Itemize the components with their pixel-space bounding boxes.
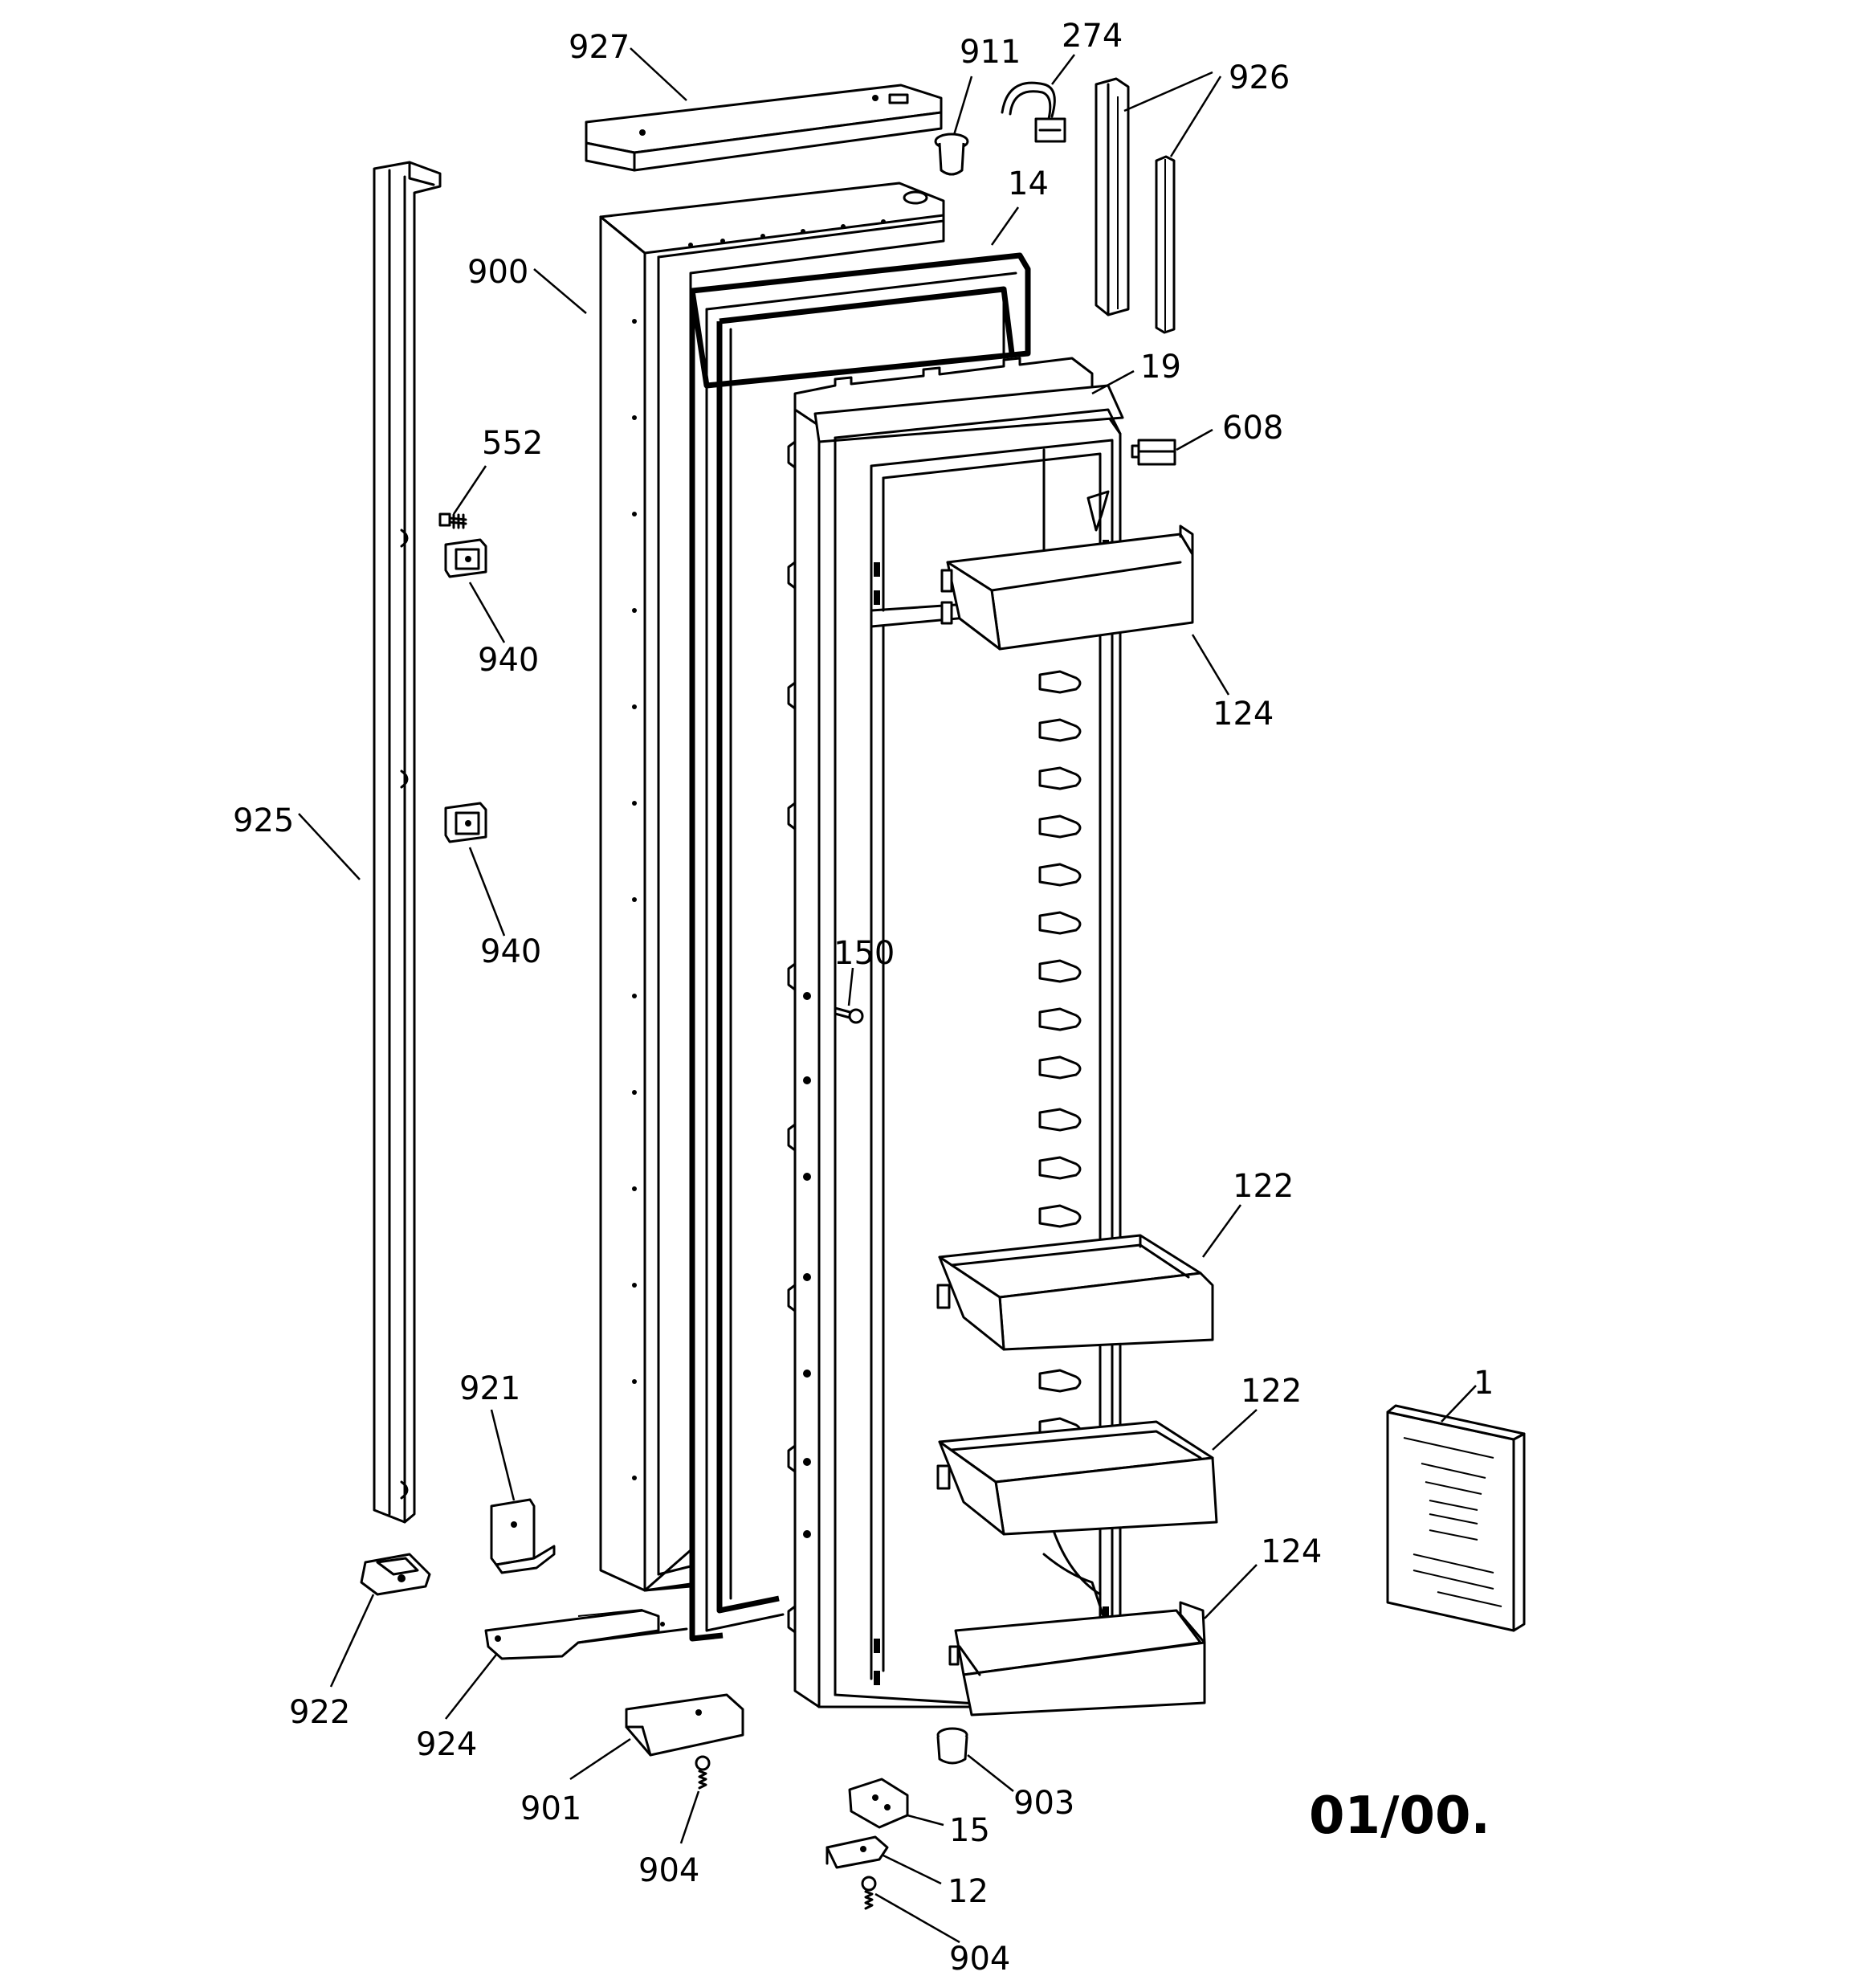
leader-904-bottom [874, 1892, 960, 1944]
label-608: 608 [1222, 410, 1283, 447]
leader-925 [298, 813, 361, 880]
leader-1 [1441, 1385, 1477, 1423]
part-608-switch [1131, 439, 1176, 466]
leader-924 [445, 1654, 497, 1720]
label-124-bottom: 124 [1261, 1533, 1322, 1570]
part-552-screw [438, 512, 467, 529]
label-14: 14 [1008, 165, 1049, 202]
part-15-hinge [848, 1778, 909, 1829]
leader-150 [847, 967, 854, 1006]
part-number-labels: 927 911 274 926 900 14 19 608 552 940 94… [233, 18, 1494, 1978]
leader-926-a [1123, 71, 1213, 112]
part-150-screw [834, 1006, 864, 1024]
label-122-middle: 122 [1233, 1168, 1294, 1205]
part-926-trim-strips [1095, 77, 1176, 334]
part-124-upper-bin [940, 525, 1194, 651]
label-1: 1 [1474, 1365, 1494, 1402]
label-925: 925 [233, 802, 294, 839]
leader-124-upper [1191, 634, 1230, 696]
leader-608 [1176, 428, 1213, 451]
leader-274 [1051, 54, 1075, 85]
part-124-bottom-bin [948, 1601, 1206, 1717]
label-940-lower: 940 [480, 933, 541, 970]
leader-940-upper [468, 582, 506, 643]
part-921-bracket [490, 1498, 556, 1574]
label-922: 922 [289, 1694, 350, 1731]
manual-text-marks [1403, 1437, 1502, 1607]
part-904-screw-bottom [861, 1876, 877, 1910]
part-903-bushing [936, 1727, 968, 1765]
leader-940-lower [468, 847, 506, 937]
leader-552 [452, 465, 487, 515]
leader-122-middle [1201, 1204, 1242, 1258]
part-122-middle-bin [936, 1234, 1214, 1351]
label-904-bottom: 904 [949, 1941, 1010, 1978]
part-901-hinge-cover [625, 1693, 744, 1757]
leader-lines [298, 47, 1477, 1944]
label-926: 926 [1229, 59, 1290, 96]
part-940-hinge-block-upper [444, 538, 487, 578]
label-901: 901 [520, 1790, 581, 1827]
part-925-side-rail [373, 161, 442, 1524]
leader-921 [490, 1409, 516, 1501]
label-12: 12 [948, 1873, 989, 1910]
label-274: 274 [1062, 18, 1123, 55]
part-940-hinge-block-lower [444, 802, 487, 843]
part-922-hinge [360, 1553, 431, 1596]
shelf-clips [1038, 670, 1082, 1441]
part-14-door-gasket [689, 252, 1031, 1642]
part-1-owners-manual [1386, 1404, 1526, 1632]
leader-14 [990, 206, 1020, 246]
label-15: 15 [949, 1812, 990, 1849]
date-code: 01/00. [1309, 1786, 1490, 1846]
part-904-screw-left [695, 1755, 711, 1790]
leader-19 [1091, 369, 1135, 395]
label-552: 552 [482, 425, 543, 462]
leader-904-left [679, 1790, 700, 1844]
leader-922 [329, 1594, 375, 1688]
part-924-bottom-strip [484, 1609, 688, 1660]
leader-903 [967, 1754, 1014, 1792]
label-911: 911 [960, 34, 1021, 71]
label-903: 903 [1013, 1785, 1074, 1822]
label-150: 150 [834, 935, 895, 972]
screw-holes-900 [632, 219, 886, 1480]
label-19: 19 [1140, 349, 1181, 386]
label-927: 927 [569, 29, 630, 66]
label-124-upper: 124 [1213, 696, 1274, 733]
part-900-outer-door [599, 182, 945, 1592]
leader-15 [907, 1814, 944, 1827]
part-911-bushing [934, 133, 969, 176]
leader-122-lower [1212, 1409, 1258, 1451]
leader-927 [630, 47, 687, 101]
part-274-wire-harness [1001, 81, 1066, 143]
label-904-left: 904 [638, 1852, 699, 1889]
leader-12 [883, 1854, 942, 1885]
part-122-lower-bin [936, 1420, 1218, 1536]
part-12-bracket [826, 1835, 889, 1869]
leader-124-bottom [1204, 1564, 1258, 1619]
label-921: 921 [459, 1370, 520, 1407]
leader-900 [533, 268, 587, 314]
label-924: 924 [416, 1726, 477, 1763]
label-122-lower: 122 [1241, 1373, 1302, 1410]
leader-901 [569, 1737, 631, 1781]
leader-926-b [1169, 76, 1222, 157]
label-900: 900 [467, 254, 528, 291]
label-940-upper: 940 [478, 642, 539, 679]
part-927-door-cap [585, 84, 943, 172]
leader-911 [952, 76, 973, 136]
